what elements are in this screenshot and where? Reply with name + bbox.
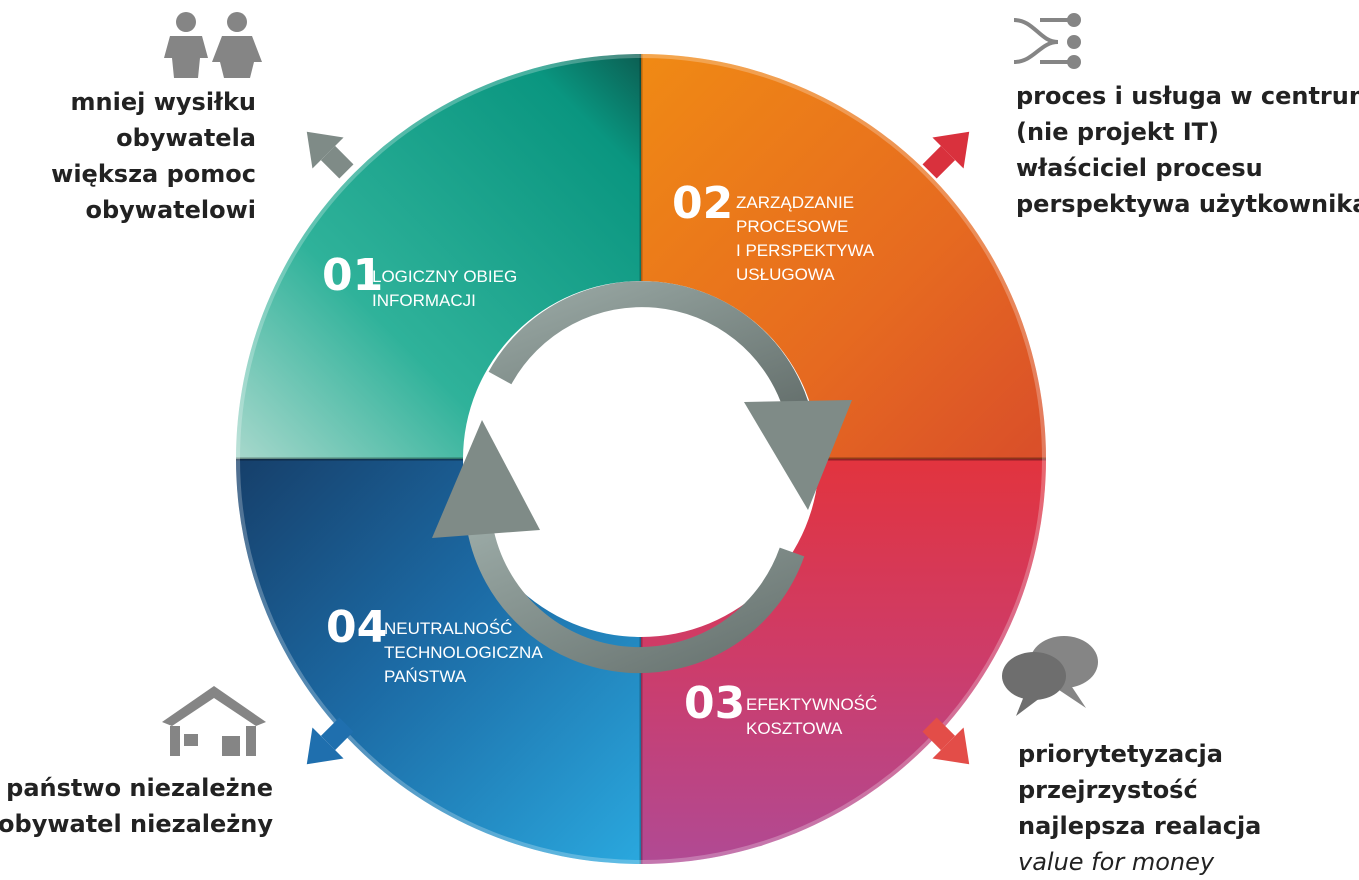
quadrant-03-line2: KOSZTOWA (746, 719, 843, 738)
quadrant-04-segment (236, 459, 641, 864)
quadrant-03-segment (641, 459, 1046, 864)
note-top-left-line: obywatela (116, 124, 256, 152)
note-top-right-line: perspektywa użytkownika (1016, 190, 1359, 218)
arrow-top-right (922, 131, 970, 179)
note-top-right-line: właściciel procesu (1016, 154, 1263, 182)
note-bottom-left-line: obywatel niezależny (0, 810, 273, 838)
note-top-right: proces i usługa w centrum (nie projekt I… (1016, 78, 1359, 222)
quadrant-04-label: 04 NEUTRALNOŚĆ TECHNOLOGICZNA PAŃSTWA (326, 602, 543, 686)
note-bottom-right: priorytetyzacja przejrzystość najlepsza … (1018, 736, 1261, 880)
note-top-left-line: większa pomoc (51, 160, 256, 188)
quadrant-04-line3: PAŃSTWA (384, 667, 467, 686)
note-top-left: mniej wysiłku obywatela większa pomoc ob… (51, 84, 256, 228)
quadrant-01-line2: INFORMACJI (372, 291, 476, 310)
people-icon (164, 12, 262, 78)
note-bottom-left-line: państwo niezależne (6, 774, 273, 802)
quadrant-03-number: 03 (684, 678, 745, 729)
quadrant-02-number: 02 (672, 178, 733, 229)
arrow-bottom-left (306, 717, 354, 765)
cycle-arrowhead-right (744, 400, 852, 510)
quadrant-02-line4: USŁUGOWA (736, 265, 835, 284)
outer-rim (236, 54, 1046, 864)
note-top-left-line: mniej wysiłku (70, 88, 256, 116)
quadrant-02-line3: I PERSPEKTYWA (736, 241, 875, 260)
inner-circle (479, 297, 803, 621)
note-top-left-line: obywatelowi (85, 196, 256, 224)
cycle-arc-bottom (467, 525, 805, 674)
quadrant-01-segment (236, 54, 641, 459)
quadrant-02-line2: PROCESOWE (736, 217, 848, 236)
quadrant-01-label: 01 LOGICZNY OBIEG INFORMACJI (322, 250, 517, 310)
arrow-top-left (306, 131, 354, 179)
speech-bubbles-icon (1002, 636, 1098, 716)
note-bottom-right-line: najlepsza realacja (1018, 812, 1262, 840)
house-icon (162, 686, 266, 756)
flow-branches-icon (1013, 13, 1081, 69)
quadrant-02-line1: ZARZĄDZANIE (736, 193, 854, 212)
quadrant-02-label: 02 ZARZĄDZANIE PROCESOWE I PERSPEKTYWA U… (672, 178, 875, 284)
quadrant-02-segment (641, 54, 1046, 459)
quadrant-04-number: 04 (326, 602, 387, 653)
note-bottom-right-line: value for money (1018, 848, 1215, 876)
note-bottom-left: państwo niezależne obywatel niezależny (0, 770, 273, 842)
cycle-arc-top (488, 281, 809, 411)
quadrant-03-label: 03 EFEKTYWNOŚĆ KOSZTOWA (684, 678, 877, 738)
note-bottom-right-line: przejrzystość (1018, 776, 1198, 804)
quadrant-01-line1: LOGICZNY OBIEG (372, 267, 517, 286)
quadrant-03-line1: EFEKTYWNOŚĆ (746, 695, 877, 714)
note-top-right-line: (nie projekt IT) (1016, 118, 1219, 146)
note-bottom-right-line: priorytetyzacja (1018, 740, 1223, 768)
quadrant-04-line1: NEUTRALNOŚĆ (384, 619, 512, 638)
arrow-bottom-right (922, 717, 970, 765)
quadrant-01-number: 01 (322, 250, 383, 301)
quadrant-04-line2: TECHNOLOGICZNA (384, 643, 543, 662)
cycle-arrows (432, 281, 852, 674)
note-top-right-line: proces i usługa w centrum (1016, 82, 1359, 110)
cycle-arrowhead-left (432, 420, 540, 538)
